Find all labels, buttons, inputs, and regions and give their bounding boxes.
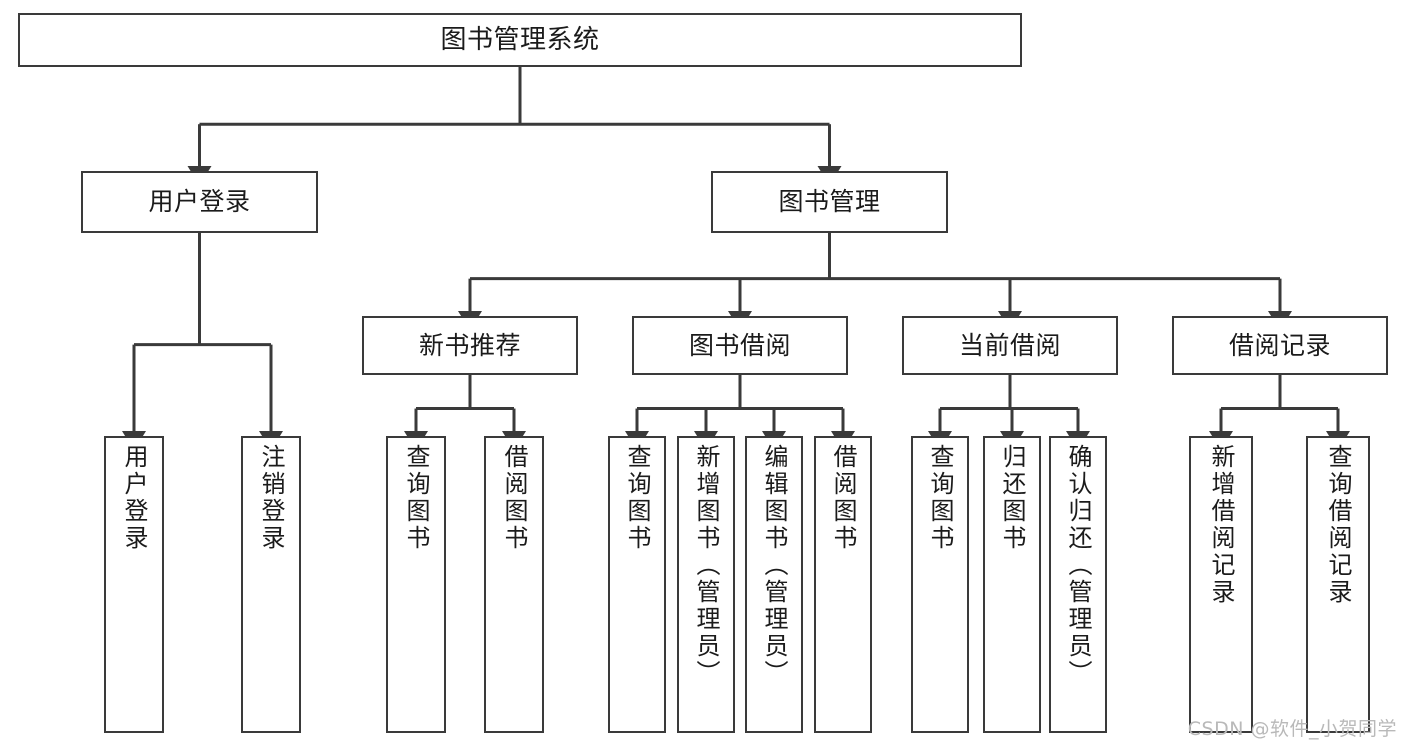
- node-l10: 归还图书: [983, 436, 1041, 733]
- node-root: 图书管理系统: [18, 13, 1022, 67]
- node-label: 查询图书: [926, 444, 954, 552]
- node-l8: 借阅图书: [814, 436, 872, 733]
- node-l4: 借阅图书: [484, 436, 544, 733]
- node-label: 注销登录: [257, 444, 285, 552]
- node-label: 用户登录: [120, 444, 148, 552]
- node-label: 图书借阅: [688, 330, 791, 360]
- node-newbook: 新书推荐: [362, 316, 578, 375]
- node-label: 新增借阅记录: [1207, 444, 1235, 606]
- node-label: 查询图书: [623, 444, 651, 552]
- node-records: 借阅记录: [1172, 316, 1388, 375]
- node-l11: 确认归还（管理员）: [1049, 436, 1107, 733]
- node-l3: 查询图书: [386, 436, 446, 733]
- node-l12: 新增借阅记录: [1189, 436, 1253, 733]
- node-l7: 编辑图书（管理员）: [745, 436, 803, 733]
- node-label: 借阅图书: [829, 444, 857, 552]
- node-borrow: 图书借阅: [632, 316, 848, 375]
- node-l9: 查询图书: [911, 436, 969, 733]
- node-label: 当前借阅: [958, 330, 1061, 360]
- node-label: 编辑图书（管理员）: [760, 444, 788, 687]
- node-label: 查询借阅记录: [1324, 444, 1352, 606]
- node-label: 借阅记录: [1228, 330, 1331, 360]
- node-label: 归还图书: [998, 444, 1026, 552]
- node-label: 用户登录: [148, 187, 251, 217]
- node-l13: 查询借阅记录: [1306, 436, 1370, 733]
- node-label: 新书推荐: [418, 330, 521, 360]
- node-label: 查询图书: [402, 444, 430, 552]
- csdn-watermark: CSDN @软件_小贺同学: [1187, 718, 1397, 740]
- node-l1: 用户登录: [104, 436, 164, 733]
- node-label: 确认归还（管理员）: [1064, 444, 1092, 687]
- node-login: 用户登录: [81, 171, 318, 233]
- node-label: 图书管理系统: [440, 24, 600, 55]
- node-l5: 查询图书: [608, 436, 666, 733]
- node-bookmgmt: 图书管理: [711, 171, 948, 233]
- node-label: 新增图书（管理员）: [692, 444, 720, 687]
- node-label: 图书管理: [778, 187, 881, 217]
- node-l6: 新增图书（管理员）: [677, 436, 735, 733]
- node-l2: 注销登录: [241, 436, 301, 733]
- node-current: 当前借阅: [902, 316, 1118, 375]
- node-label: 借阅图书: [500, 444, 528, 552]
